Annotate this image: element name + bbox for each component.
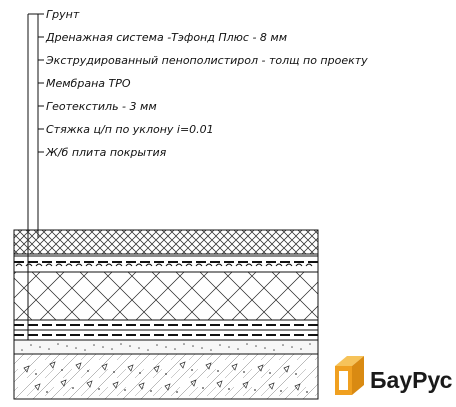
cube-logo-icon [335,356,364,395]
layer-slab-band [13,353,319,400]
layer-membrane-band [14,319,318,331]
roof-section-drawing [13,229,319,400]
layer-soil-band [13,229,319,255]
label-drainage: Дренажная система -Тэфонд Плюс - 8 мм [45,31,287,44]
layer-drainage-band [14,255,318,273]
layer-xps-band [13,271,319,321]
brand-name: БауРус [370,367,453,393]
label-soil: Грунт [46,8,80,21]
label-screed: Стяжка ц/п по уклону i=0.01 [46,123,214,136]
layer-geotextile-band [14,334,318,341]
label-membrane: Мембрана ТРО [46,77,131,90]
label-slab: Ж/б плита покрытия [45,146,167,159]
label-geotextile: Геотекстиль - 3 мм [46,100,157,113]
brand-logo: БауРус [335,356,453,395]
label-xps: Экструдированный пенополистирол - толщ п… [45,54,368,67]
